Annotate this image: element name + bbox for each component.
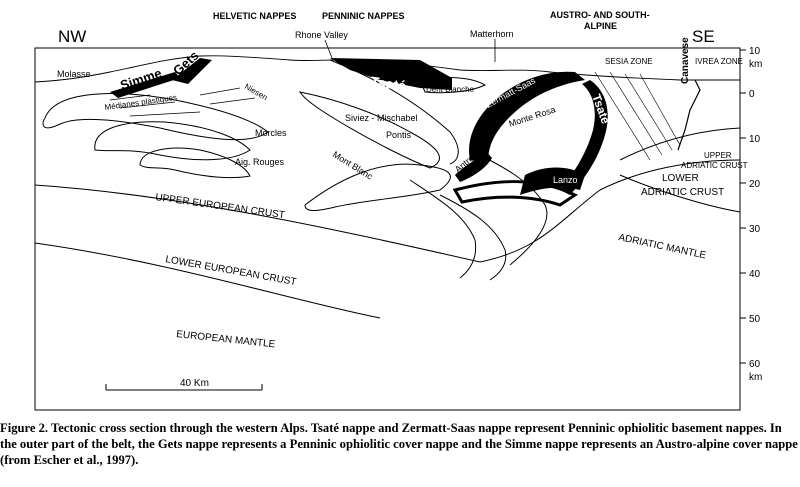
fold-nappe-middle <box>94 121 251 161</box>
header-austro-line1: AUSTRO- AND SOUTH- <box>550 10 650 20</box>
penninic-fold-5 <box>439 194 507 281</box>
moho-upper-boundary <box>34 184 481 263</box>
label-lower-adriatic-crust-1: LOWER <box>662 173 699 184</box>
label-tsate-right: Tsaté <box>589 92 613 126</box>
label-upper-adriatic-crust-1: UPPER <box>704 151 732 160</box>
fold-nappe-inner <box>139 147 251 179</box>
label-mont-blanc: Mont Blanc <box>331 149 375 182</box>
simme-band <box>110 72 180 98</box>
label-upper-european-crust: UPPER EUROPEAN CRUST <box>155 192 286 221</box>
header-austro-line2: ALPINE <box>584 21 617 31</box>
penninic-fold-6 <box>469 149 548 266</box>
label-matterhorn: Matterhorn <box>470 29 514 39</box>
depth-tick-20: 20 <box>749 179 761 190</box>
tsate-left-band <box>330 58 452 90</box>
penninic-fold-2 <box>298 91 440 169</box>
depth-unit-bottom: km <box>749 372 762 383</box>
label-aig-rouges: Aig. Rouges <box>235 157 285 167</box>
label-morcles: Morcles <box>255 128 287 138</box>
label-rhone-valley: Rhone Valley <box>295 30 348 40</box>
depth-axis-ticks <box>740 49 746 364</box>
penninic-fold-1 <box>304 163 451 211</box>
adriatic-boundary-2 <box>619 174 741 213</box>
outer-ophiolite-strip <box>452 180 579 207</box>
figure-caption: Figure 2. Tectonic cross section through… <box>0 421 798 467</box>
label-lanzo: Lanzo <box>553 175 578 185</box>
label-pontis: Pontis <box>386 130 412 140</box>
adriatic-boundary-1 <box>479 159 741 263</box>
depth-tick-10: 10 <box>749 134 761 145</box>
scale-bar-label: 40 Km <box>180 378 209 389</box>
label-sesia-zone: SESIA ZONE <box>605 57 653 66</box>
depth-tick-30: 30 <box>749 224 761 235</box>
antrona-band <box>455 150 492 182</box>
label-molasse: Molasse <box>57 69 91 79</box>
nw-label: NW <box>58 27 86 46</box>
adriatic-boundary-3 <box>619 127 741 161</box>
helvetic-cover-stripes <box>109 87 256 117</box>
label-tsate-left: Tsaté <box>370 73 408 94</box>
label-upper-adriatic-crust-2: ADRIATIC CRUST <box>681 161 748 170</box>
label-siviez: Siviez - Mischabel <box>345 113 418 123</box>
penninic-fold-3 <box>329 59 459 165</box>
label-dent-blanche: Dent Blanche <box>426 85 475 94</box>
label-ivrea-zone: IVREA ZONE <box>695 57 743 66</box>
header-penninic-nappes: PENNINIC NAPPES <box>322 11 405 21</box>
scale-bar: 40 Km <box>105 378 263 391</box>
dent-blanche-cap <box>419 76 487 94</box>
zermatt-saas-band <box>469 71 585 162</box>
tsate-right-band <box>560 80 608 195</box>
rhone-valley-pointer <box>324 39 333 59</box>
sesia-stripes <box>594 71 681 161</box>
se-label: SE <box>692 27 715 46</box>
depth-tick-50: 50 <box>749 314 761 325</box>
label-canavese: Canavese <box>680 37 691 84</box>
label-european-mantle: EUROPEAN MANTLE <box>176 329 276 350</box>
label-adriatic-mantle: ADRIATIC MANTLE <box>617 232 707 261</box>
label-lower-adriatic-crust-2: ADRIATIC CRUST <box>641 187 724 198</box>
depth-tick-10-up: 10 <box>749 46 761 57</box>
depth-tick-40: 40 <box>749 269 761 280</box>
depth-tick-0: 0 <box>749 89 755 100</box>
depth-unit-top: km <box>749 59 762 70</box>
canavese-fault <box>677 79 701 151</box>
gets-band <box>172 58 212 84</box>
penninic-fold-4 <box>409 179 477 279</box>
depth-tick-60: 60 <box>749 359 761 370</box>
lanzo-band <box>520 167 585 195</box>
header-helvetic-nappes: HELVETIC NAPPES <box>213 11 296 21</box>
lower-crust-boundary <box>34 242 381 319</box>
